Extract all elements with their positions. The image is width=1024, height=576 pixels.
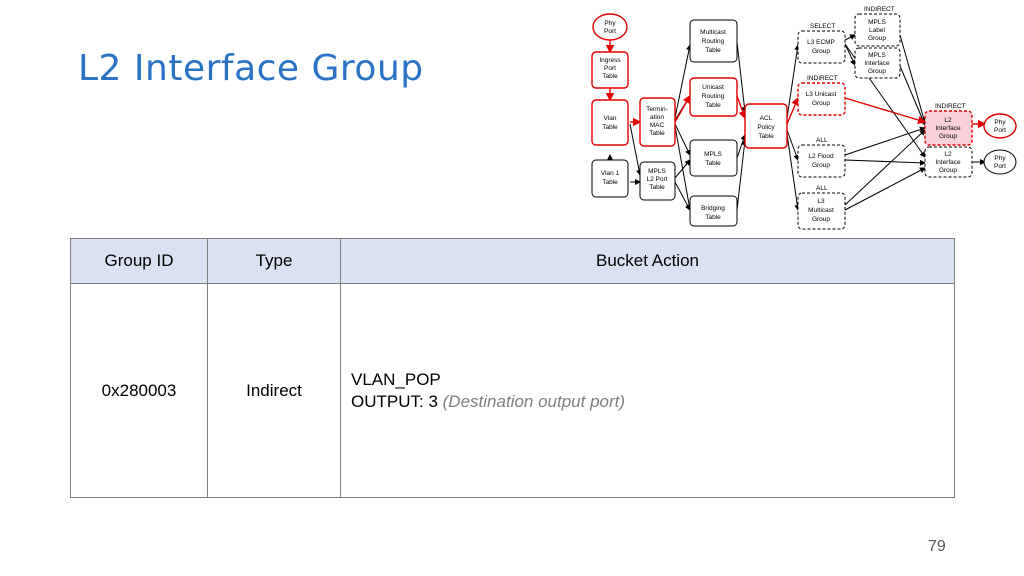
svg-text:Ingress: Ingress	[599, 57, 621, 64]
node-l3-unicast-group: L3 Unicast Group	[797, 82, 846, 116]
svg-text:Interface: Interface	[864, 60, 890, 67]
svg-text:Table: Table	[705, 214, 721, 221]
node-multicast-routing-table: Multicast Routing Table	[689, 19, 738, 63]
svg-text:Phy: Phy	[604, 20, 616, 27]
node-l2-interface-group: L2 Interface Group	[924, 146, 973, 178]
svg-text:Table: Table	[758, 133, 774, 140]
svg-text:Vlan: Vlan	[603, 115, 616, 122]
svg-text:Interface: Interface	[935, 125, 961, 132]
svg-text:Table: Table	[705, 102, 721, 109]
svg-text:Table: Table	[649, 130, 665, 137]
svg-text:L2 Flood: L2 Flood	[808, 153, 834, 160]
edges-highlight	[605, 40, 987, 129]
label-indirect-top: INDIRECT	[864, 6, 895, 13]
node-ingress-port-table: Ingress Port Table	[591, 51, 629, 89]
svg-text:Group: Group	[939, 133, 957, 140]
svg-text:Routing: Routing	[702, 93, 725, 100]
svg-text:L3 ECMP: L3 ECMP	[807, 39, 835, 46]
svg-text:Group: Group	[812, 48, 830, 55]
node-l2-interface-group-highlighted: L2 Interface Group	[924, 110, 973, 146]
svg-text:Port: Port	[604, 28, 616, 35]
svg-text:Group: Group	[868, 35, 886, 42]
svg-text:Phy: Phy	[994, 155, 1006, 162]
node-phy-port-in: Phy Port	[592, 13, 628, 41]
svg-text:Port: Port	[604, 65, 616, 72]
node-l3-ecmp-group: L3 ECMP Group	[797, 30, 846, 64]
svg-text:MPLS: MPLS	[648, 168, 666, 175]
svg-text:Table: Table	[705, 160, 721, 167]
node-mpls-table: MPLS Table	[689, 139, 738, 177]
svg-text:Group: Group	[939, 167, 957, 174]
svg-text:L2 Port: L2 Port	[647, 176, 668, 183]
svg-text:MPLS: MPLS	[868, 19, 886, 26]
node-acl-policy-table: ACL Policy Table	[744, 103, 788, 149]
node-mpls-l2-port-table: MPLS L2 Port Table	[639, 161, 676, 201]
node-termination-mac-table: Termin- ation MAC Table	[639, 97, 676, 147]
svg-text:ation: ation	[650, 114, 664, 121]
svg-text:Policy: Policy	[757, 124, 775, 131]
cell-bucket-action: VLAN_POP OUTPUT: 3 (Destination output p…	[340, 283, 955, 498]
action-output: OUTPUT: 3	[351, 391, 438, 411]
svg-text:Termin-: Termin-	[646, 106, 668, 113]
node-l2-flood-group: L2 Flood Group	[797, 144, 846, 178]
svg-text:Table: Table	[602, 124, 618, 131]
svg-text:Phy: Phy	[994, 119, 1006, 126]
node-vlan1-table: Vlan 1 Table	[591, 159, 629, 198]
svg-text:L2: L2	[944, 151, 952, 158]
action-note: (Destination output port)	[442, 391, 626, 411]
label-indirect-l2: INDIRECT	[935, 103, 966, 110]
label-indirect-unicast: INDIRECT	[807, 75, 838, 82]
pipeline-diagram: Phy Port Ingress Port Table Vlan Table V…	[591, 6, 1017, 230]
node-bridging-table: Bridging Table	[689, 195, 738, 227]
node-phy-port-out-2: Phy Port	[983, 149, 1017, 175]
svg-text:Table: Table	[705, 47, 721, 54]
svg-text:MPLS: MPLS	[704, 151, 722, 158]
label-select: SELECT	[810, 23, 835, 30]
svg-text:Bridging: Bridging	[701, 205, 725, 212]
label-all-flood: ALL	[816, 137, 828, 144]
cell-type: Indirect	[207, 283, 341, 498]
action-line-2: OUTPUT: 3 (Destination output port)	[351, 391, 953, 413]
node-mpls-interface-group: MPLS Interface Group	[854, 47, 901, 79]
svg-text:Unicast: Unicast	[702, 84, 724, 91]
page-number: 79	[928, 538, 946, 555]
svg-text:Routing: Routing	[702, 38, 725, 45]
edges-black	[607, 34, 986, 211]
header-group-id: Group ID	[70, 238, 208, 284]
svg-text:MAC: MAC	[650, 122, 665, 129]
svg-text:Interface: Interface	[935, 159, 961, 166]
svg-text:L3: L3	[817, 198, 825, 205]
svg-text:Group: Group	[868, 68, 886, 75]
node-vlan-table: Vlan Table	[591, 99, 629, 146]
svg-text:L2: L2	[944, 117, 952, 124]
node-mpls-label-group: MPLS Label Group	[854, 13, 901, 47]
svg-text:Group: Group	[812, 162, 830, 169]
label-all-multicast: ALL	[816, 185, 828, 192]
action-line-1: VLAN_POP	[351, 369, 441, 389]
svg-text:ACL: ACL	[760, 115, 773, 122]
table-row: 0x280003 Indirect VLAN_POP OUTPUT: 3 (De…	[70, 283, 955, 498]
svg-text:Table: Table	[649, 184, 665, 191]
svg-text:Port: Port	[994, 163, 1006, 170]
svg-text:MPLS: MPLS	[868, 52, 886, 59]
header-type: Type	[207, 238, 341, 284]
svg-text:Group: Group	[812, 216, 830, 223]
svg-text:Port: Port	[994, 127, 1006, 134]
node-phy-port-out-1: Phy Port	[983, 113, 1017, 139]
svg-text:L3 Unicast: L3 Unicast	[806, 91, 837, 98]
node-unicast-routing-table: Unicast Routing Table	[689, 77, 738, 117]
slide-title: L2 Interface Group	[78, 48, 424, 89]
svg-text:Table: Table	[602, 73, 618, 80]
svg-text:Group: Group	[812, 100, 830, 107]
svg-text:Vlan 1: Vlan 1	[601, 170, 620, 177]
cell-group-id: 0x280003	[70, 283, 208, 498]
table-header-row: Group ID Type Bucket Action	[70, 238, 955, 284]
svg-text:Label: Label	[869, 27, 885, 34]
group-table: Group ID Type Bucket Action 0x280003 Ind…	[70, 238, 955, 498]
svg-text:Multicast: Multicast	[808, 207, 834, 214]
svg-text:Table: Table	[602, 179, 618, 186]
header-bucket-action: Bucket Action	[340, 238, 955, 284]
svg-text:Multicast: Multicast	[700, 29, 726, 36]
node-l3-multicast-group: L3 Multicast Group	[797, 192, 846, 230]
